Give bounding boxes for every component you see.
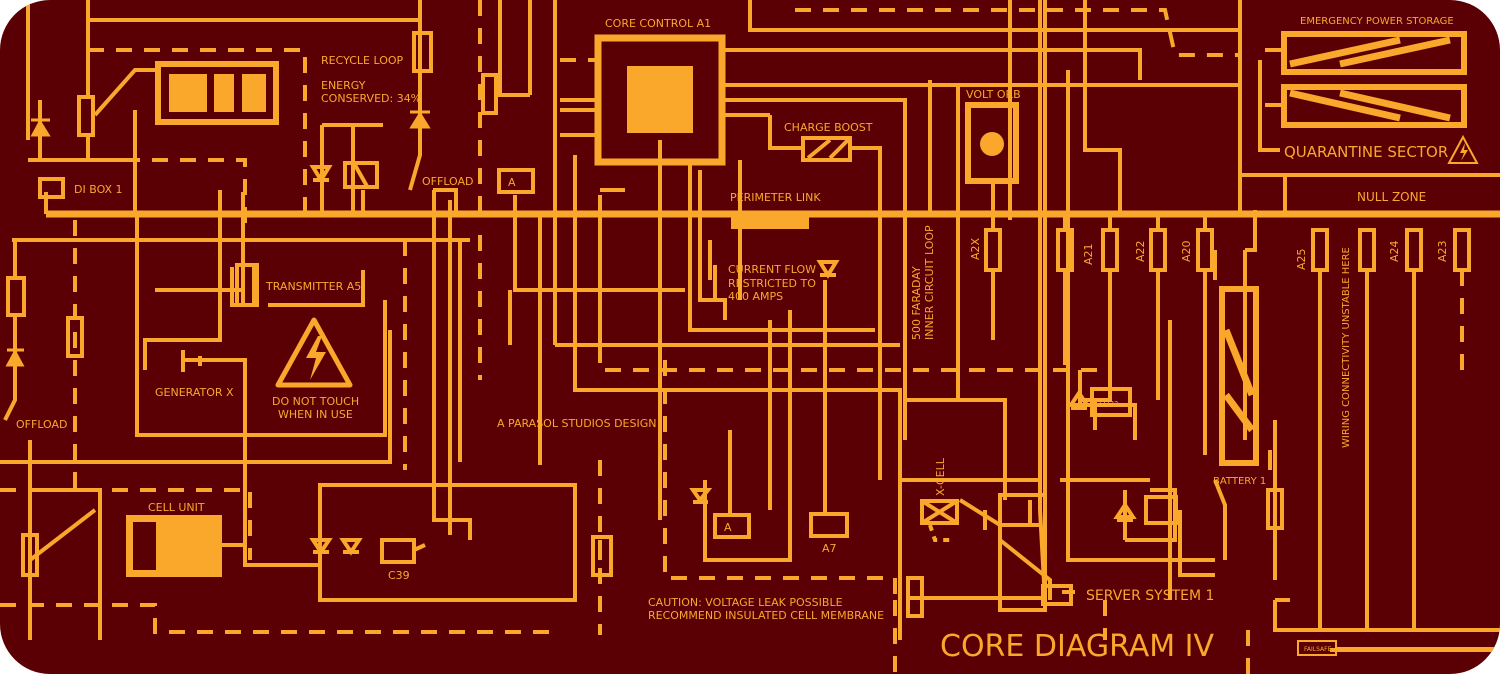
- label-ammeter-top: A: [508, 176, 516, 189]
- fuse-label: A22: [1134, 240, 1147, 262]
- label-caution-2: RECOMMEND INSULATED CELL MEMBRANE: [648, 609, 884, 622]
- fuse-label: A21: [1082, 243, 1095, 265]
- label-recycle-loop: RECYCLE LOOP: [321, 54, 404, 67]
- label-warning-1: DO NOT TOUCH: [272, 395, 359, 408]
- quarantine-warning-icon: [1447, 134, 1479, 164]
- label-cell-unit: CELL UNIT: [148, 501, 205, 514]
- emergency-power-storage: [1281, 31, 1467, 128]
- label-warning-2: WHEN IN USE: [278, 408, 353, 421]
- label-caution-1: CAUTION: VOLTAGE LEAK POSSIBLE: [648, 596, 843, 609]
- core-control-a1: [594, 34, 726, 166]
- label-null-zone: NULL ZONE: [1357, 190, 1426, 204]
- label-generator: GENERATOR X: [155, 386, 234, 399]
- label-di-box: DI BOX 1: [74, 183, 123, 196]
- label-transmitter: TRANSMITTER A5: [265, 280, 361, 293]
- x-cell: [920, 499, 959, 545]
- label-battery: BATTERY 1: [1213, 476, 1266, 487]
- fuse-label: A23: [1436, 240, 1449, 262]
- label-wiring: WIRING CONNECTIVITY UNSTABLE HERE: [1341, 247, 1352, 448]
- ammeters: [497, 168, 849, 539]
- label-energy-conserved: CONSERVED: 34%: [321, 92, 421, 105]
- label-energy: ENERGY: [321, 79, 366, 92]
- generator-x: [181, 350, 202, 372]
- label-server: SERVER SYSTEM 1: [1086, 588, 1214, 604]
- label-faraday-2: INNER CIRCUIT LOOP: [923, 225, 936, 340]
- cell-unit: [126, 515, 245, 577]
- label-volt-orb: VOLT ORB: [966, 88, 1021, 101]
- failsafe: [1297, 640, 1500, 656]
- label-current-3: 400 AMPS: [728, 290, 783, 303]
- diagram-title: CORE DIAGRAM IV: [940, 629, 1215, 664]
- warning-triangle-icon: [275, 317, 353, 388]
- label-offload-top: OFFLOAD: [422, 175, 474, 188]
- label-unknown: ?????: [1097, 400, 1118, 409]
- volt-orb: [965, 102, 1019, 184]
- label-failsafe: FAILSAFE: [1304, 646, 1332, 653]
- label-emergency: EMERGENCY POWER STORAGE: [1300, 16, 1454, 27]
- label-charge-boost: CHARGE BOOST: [784, 121, 873, 134]
- label-perimeter-link: PERIMETER LINK: [730, 191, 821, 204]
- label-credit: A PARASOL STUDIOS DESIGN: [497, 417, 656, 430]
- label-core-control: CORE CONTROL A1: [605, 17, 711, 30]
- fuse-label: A24: [1388, 240, 1401, 262]
- fuse-label: A25: [1295, 248, 1308, 270]
- perimeter-link: [731, 217, 809, 229]
- resistors: [6, 31, 1284, 618]
- di-box-1: [38, 177, 65, 199]
- label-offload-left: OFFLOAD: [16, 418, 68, 431]
- label-faraday-1: 500 FARADAY: [910, 266, 923, 340]
- battery-indicator: [155, 61, 279, 125]
- relays: [343, 136, 1178, 564]
- fuse-label: A2X: [969, 237, 982, 260]
- label-quarantine: QUARANTINE SECTOR: [1284, 143, 1448, 161]
- label-current-1: CURRENT FLOW: [728, 263, 816, 276]
- diodes: [5, 110, 1137, 556]
- label-c39: C39: [388, 569, 410, 582]
- fuses: [984, 228, 1471, 272]
- server-system-1: [1041, 584, 1073, 606]
- battery-1: [1219, 286, 1259, 466]
- label-ammeter-bottom: A: [724, 521, 732, 534]
- label-x-cell: X-CELL: [934, 457, 947, 496]
- fuse-label: A20: [1180, 240, 1193, 262]
- label-a7: A7: [822, 542, 837, 555]
- label-current-2: RESTRICTED TO: [728, 277, 816, 290]
- labels: CORE CONTROL A1 RECYCLE LOOP ENERGY CONS…: [16, 16, 1454, 664]
